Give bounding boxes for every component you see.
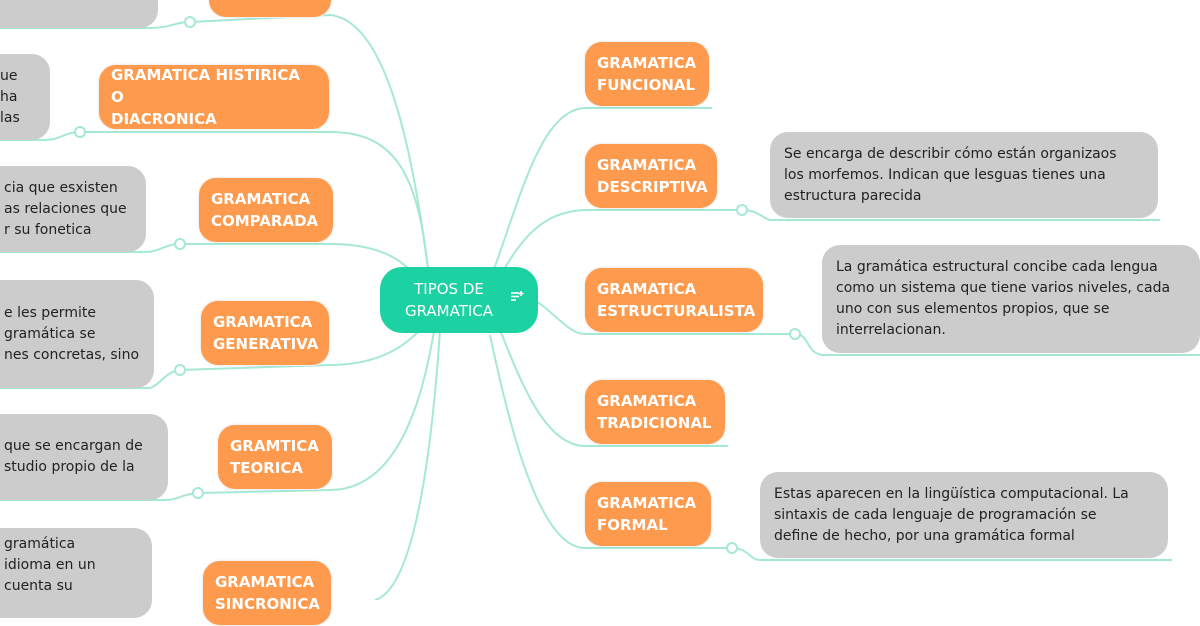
collapse-handle <box>726 542 738 554</box>
link-theoric <box>197 324 436 494</box>
topic-top-partial[interactable] <box>208 0 332 18</box>
note-historica[interactable]: ue ha las <box>0 54 50 140</box>
note-generativa[interactable]: e les permite gramática se nes concretas… <box>0 280 154 388</box>
link-structural <box>534 299 795 335</box>
note-estructuralista[interactable]: La gramática estructural concibe cada le… <box>822 245 1200 353</box>
link-synchronic <box>374 329 441 600</box>
note-teorica[interactable]: que se encargan de studio propio de la <box>0 414 168 500</box>
note-comparada[interactable]: cia que esxisten as relaciones que r su … <box>0 166 146 252</box>
note-formal[interactable]: Estas aparecen en la lingüística computa… <box>760 472 1168 558</box>
central-topic-line2: GRAMATICA <box>404 302 494 320</box>
collapse-handle <box>184 16 196 28</box>
collapse-handle <box>174 238 186 250</box>
link-functional <box>489 107 712 281</box>
link-traditional <box>499 329 728 447</box>
note-descriptiva[interactable]: Se encarga de describir cómo están organ… <box>770 132 1158 218</box>
collapse-handle <box>174 364 186 376</box>
notes-icon[interactable] <box>510 289 524 303</box>
collapse-handle <box>74 126 86 138</box>
collapse-handle <box>736 204 748 216</box>
central-topic-line1: TIPOS DE <box>414 280 484 298</box>
link-diachronic <box>80 131 431 289</box>
collapse-handle <box>192 487 204 499</box>
central-topic[interactable]: TIPOS DE GRAMATICA <box>380 267 538 333</box>
note-sincronica[interactable]: gramática idioma en un cuenta su <box>0 528 152 618</box>
note-top-partial[interactable] <box>0 0 158 28</box>
link-formal <box>489 334 732 549</box>
collapse-handle <box>789 328 801 340</box>
